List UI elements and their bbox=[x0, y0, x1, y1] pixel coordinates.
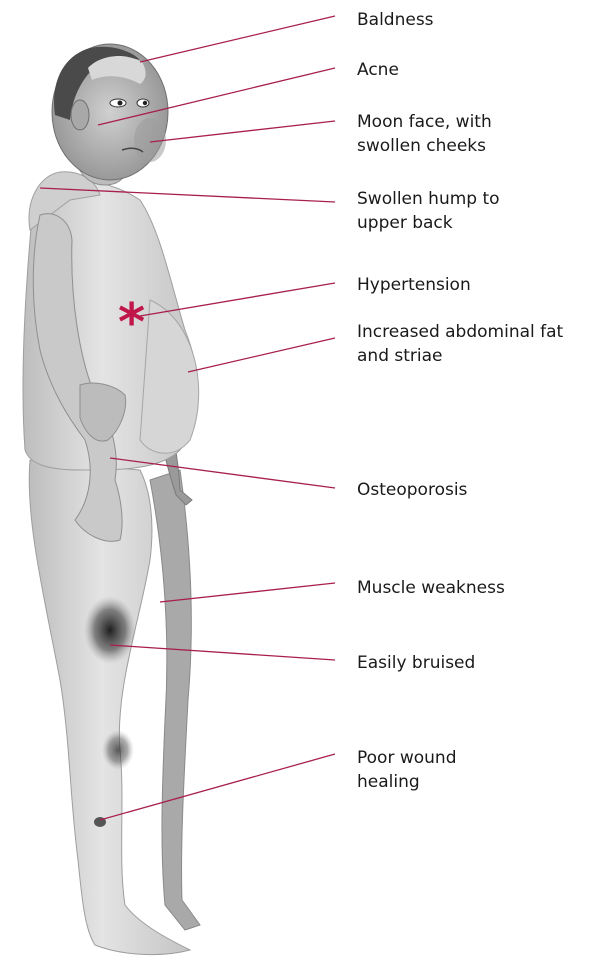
label-text: Easily bruised bbox=[357, 651, 475, 675]
label-text: Increased abdominal fat bbox=[357, 320, 563, 344]
pupil bbox=[118, 101, 123, 106]
ear bbox=[71, 100, 89, 130]
cheek bbox=[134, 118, 166, 162]
leader-line-bruised bbox=[110, 645, 335, 660]
label-hypertension: Hypertension bbox=[357, 273, 471, 297]
label-text: Swollen hump to bbox=[357, 187, 500, 211]
label-osteoporosis: Osteoporosis bbox=[357, 478, 467, 502]
label-text: and striae bbox=[357, 344, 563, 368]
belly bbox=[140, 300, 199, 453]
human-figure bbox=[23, 44, 200, 955]
leader-line-baldness bbox=[140, 16, 335, 62]
hypertension-marker: * bbox=[118, 293, 145, 353]
leader-line-wound bbox=[100, 754, 335, 820]
label-text: Hypertension bbox=[357, 273, 471, 297]
label-hump: Swollen hump to upper back bbox=[357, 187, 500, 235]
pupil bbox=[143, 101, 147, 105]
label-text: Baldness bbox=[357, 8, 434, 32]
label-text: upper back bbox=[357, 211, 500, 235]
bruise-mark bbox=[84, 596, 136, 664]
label-baldness: Baldness bbox=[357, 8, 434, 32]
label-abdominal-fat: Increased abdominal fat and striae bbox=[357, 320, 563, 368]
label-muscle-weakness: Muscle weakness bbox=[357, 576, 505, 600]
label-acne: Acne bbox=[357, 58, 399, 82]
label-text: swollen cheeks bbox=[357, 134, 492, 158]
label-wound-healing: Poor wound healing bbox=[357, 746, 457, 794]
label-text: Poor wound bbox=[357, 746, 457, 770]
bruise-mark bbox=[102, 730, 134, 770]
label-bruised: Easily bruised bbox=[357, 651, 475, 675]
label-text: Moon face, with bbox=[357, 110, 492, 134]
leader-line-moon-face bbox=[150, 121, 335, 142]
far-leg bbox=[150, 470, 200, 930]
label-moon-face: Moon face, with swollen cheeks bbox=[357, 110, 492, 158]
label-text: healing bbox=[357, 770, 457, 794]
label-text: Muscle weakness bbox=[357, 576, 505, 600]
label-text: Osteoporosis bbox=[357, 478, 467, 502]
leader-line-abdominal-fat bbox=[188, 338, 335, 372]
label-text: Acne bbox=[357, 58, 399, 82]
